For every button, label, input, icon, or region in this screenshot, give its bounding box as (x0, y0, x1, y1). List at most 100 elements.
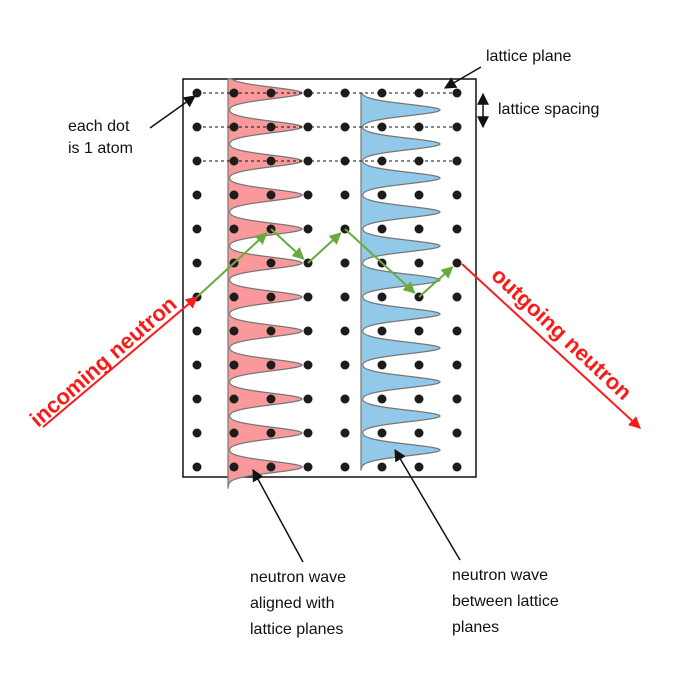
atom-dot (340, 122, 350, 132)
atom-dot (303, 360, 313, 370)
atom-dot (229, 462, 239, 472)
atom-dot (377, 326, 387, 336)
atom-dot (340, 428, 350, 438)
incoming-neutron-arrow (42, 296, 198, 428)
atom-dot (452, 360, 462, 370)
atom-dot (452, 462, 462, 472)
atom-dot (340, 326, 350, 336)
atom-dot (192, 224, 202, 234)
atom-dot (229, 88, 239, 98)
atom-dot (377, 224, 387, 234)
atom-dot (414, 156, 424, 166)
atom-dot (192, 428, 202, 438)
aligned-wave-label-line3: lattice planes (250, 621, 343, 638)
atom-dot (414, 428, 424, 438)
atom-dot (377, 190, 387, 200)
atom-dot (266, 190, 276, 200)
atom-dot (340, 360, 350, 370)
atom-dot (414, 258, 424, 268)
atom-dot (414, 394, 424, 404)
atom-dot (192, 326, 202, 336)
atom-dot (303, 156, 313, 166)
atom-dot (452, 292, 462, 302)
each-dot-label-line1: each dot (68, 118, 130, 135)
atom-dot (452, 428, 462, 438)
atom-dot (192, 462, 202, 472)
atom-dot (303, 190, 313, 200)
atom-dot (266, 156, 276, 166)
between-wave-label-line3: planes (452, 619, 499, 636)
atom-dot (340, 258, 350, 268)
atom-dot (229, 224, 239, 234)
atom-dot (192, 88, 202, 98)
atom-dot (414, 462, 424, 472)
atom-dot (192, 122, 202, 132)
atom-dot (192, 156, 202, 166)
atom-dot (452, 190, 462, 200)
outgoing-neutron-arrow (461, 263, 641, 429)
atom-dot (377, 360, 387, 370)
neutron-path-segment (418, 266, 454, 298)
lattice-plane-lines (197, 92, 457, 162)
atom-dot (303, 428, 313, 438)
atom-dot (303, 394, 313, 404)
incoming-neutron-label: incoming neutron (25, 291, 182, 432)
atom-dot (377, 428, 387, 438)
atom-dot (452, 394, 462, 404)
atom-dot (229, 394, 239, 404)
atom-dot (414, 88, 424, 98)
atom-dot (303, 224, 313, 234)
atom-dot (414, 122, 424, 132)
atom-dot (452, 88, 462, 98)
atom-dot (303, 292, 313, 302)
atom-grid (192, 88, 462, 472)
atom-dot (266, 428, 276, 438)
each-dot-pointer (149, 95, 196, 129)
between-wave-pointer (394, 448, 461, 561)
atom-dot (303, 462, 313, 472)
atom-dot (340, 156, 350, 166)
atom-dot (377, 156, 387, 166)
neutron-path-segment (270, 228, 305, 260)
atom-dot (192, 360, 202, 370)
neutron-path-segment (196, 232, 268, 298)
atom-dot (414, 190, 424, 200)
atom-dot (229, 428, 239, 438)
atom-dot (229, 190, 239, 200)
atom-dot (414, 224, 424, 234)
atom-dot (452, 122, 462, 132)
atom-dot (229, 292, 239, 302)
atom-dot (192, 394, 202, 404)
atom-dot (340, 292, 350, 302)
atom-dot (266, 88, 276, 98)
aligned-wave-pointer (252, 468, 304, 563)
lattice-spacing-label: lattice spacing (498, 101, 599, 118)
neutron-path-segment (344, 228, 416, 294)
atom-dot (229, 122, 239, 132)
atom-dot (192, 190, 202, 200)
neutron-path (196, 228, 454, 298)
atom-dot (266, 326, 276, 336)
atom-dot (452, 156, 462, 166)
atom-dot (229, 156, 239, 166)
neutron-path-segment (307, 232, 342, 264)
atom-dot (452, 326, 462, 336)
atom-dot (303, 88, 313, 98)
atom-dot (377, 88, 387, 98)
between-wave-label-line1: neutron wave (452, 567, 548, 584)
atom-dot (414, 360, 424, 370)
atom-dot (377, 122, 387, 132)
atom-dot (303, 122, 313, 132)
atom-dot (377, 394, 387, 404)
atom-dot (452, 224, 462, 234)
atom-dot (266, 292, 276, 302)
atom-dot (340, 88, 350, 98)
atom-dot (266, 360, 276, 370)
atom-dot (229, 326, 239, 336)
atom-dot (414, 326, 424, 336)
atom-dot (266, 122, 276, 132)
atom-dot (377, 462, 387, 472)
atom-dot (303, 326, 313, 336)
atom-dot (340, 462, 350, 472)
